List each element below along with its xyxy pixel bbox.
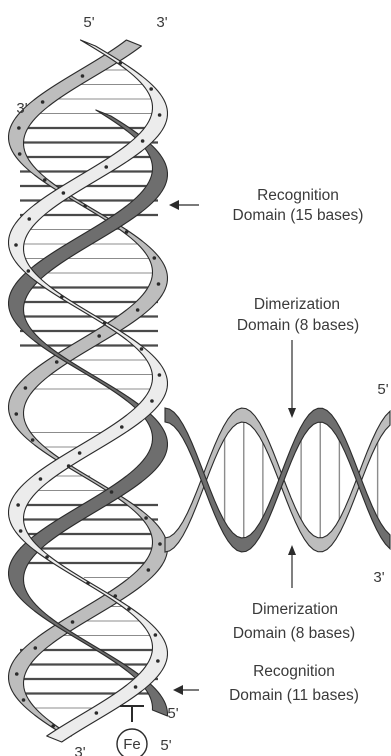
phosphate-dot xyxy=(16,503,20,507)
dimerization-top-line1: Dimerization xyxy=(254,296,340,313)
backbone-strands xyxy=(9,40,168,742)
phosphate-dot xyxy=(140,347,144,351)
phosphate-dot xyxy=(51,724,55,728)
phosphate-dot xyxy=(154,633,158,637)
phosphate-dot xyxy=(134,685,138,689)
phosphate-dot xyxy=(158,373,162,377)
phosphate-dot xyxy=(144,516,148,520)
phosphate-dot xyxy=(31,438,35,442)
dimerization-domain-top-callout: Dimerization Domain (8 bases) xyxy=(237,296,359,418)
phosphate-dot xyxy=(83,204,87,208)
phosphate-dot xyxy=(119,61,123,65)
phosphate-dot xyxy=(22,698,26,702)
phosphate-dot xyxy=(97,334,101,338)
recognition-bottom-line1: Recognition xyxy=(253,663,335,680)
phosphate-dot xyxy=(127,607,131,611)
recognition-domain-11-callout: Recognition Domain (11 bases) xyxy=(173,663,359,704)
top-5-prime-label: 5' xyxy=(83,14,94,31)
phosphate-dot xyxy=(81,74,85,78)
phosphate-dot xyxy=(125,230,129,234)
phosphate-dot xyxy=(104,165,108,169)
phosphate-dot xyxy=(39,477,43,481)
recognition-top-line2: Domain (15 bases) xyxy=(233,207,364,224)
phosphate-dot xyxy=(19,529,23,533)
phosphate-dot xyxy=(136,308,140,312)
dimerization-bottom-line1: Dimerization xyxy=(252,601,338,618)
fe-chelate: Fe xyxy=(117,705,147,756)
dimerization-bottom-line2: Domain (8 bases) xyxy=(233,625,355,642)
phosphate-dot xyxy=(24,386,28,390)
phosphate-dot xyxy=(147,568,151,572)
phosphate-dot xyxy=(55,360,59,364)
phosphate-dot xyxy=(33,646,37,650)
phosphate-dot xyxy=(41,100,45,104)
phosphate-dot xyxy=(157,282,161,286)
phosphate-dot xyxy=(14,412,18,416)
phosphate-dot xyxy=(27,269,31,273)
top-3-prime-label: 3' xyxy=(156,14,167,31)
phosphate-dot xyxy=(110,490,114,494)
dimerization-top-line2: Domain (8 bases) xyxy=(237,317,359,334)
phosphate-dot xyxy=(45,555,49,559)
bottom-5-prime-label: 5' xyxy=(160,737,171,754)
phosphate-dots xyxy=(14,61,162,728)
phosphate-dot xyxy=(18,152,22,156)
phosphate-dot xyxy=(15,672,19,676)
phosphate-dot xyxy=(158,542,162,546)
phosphate-dot xyxy=(150,399,154,403)
phosphate-dot xyxy=(43,178,47,182)
phosphate-dot xyxy=(71,620,75,624)
phosphate-dot xyxy=(103,321,107,325)
left-3-prime-label: 3' xyxy=(16,100,27,117)
phosphate-dot xyxy=(120,425,124,429)
recognition-domain-15-callout: Recognition Domain (15 bases) xyxy=(169,187,363,224)
arrow-head xyxy=(288,408,296,418)
branch-5-prime-label: 5' xyxy=(377,381,388,398)
dimerization-domain-bottom-callout: Dimerization Domain (8 bases) xyxy=(233,545,355,642)
phosphate-dot xyxy=(27,217,31,221)
phosphate-dot xyxy=(153,256,157,260)
phosphate-dot xyxy=(141,139,145,143)
phosphate-dot xyxy=(67,464,71,468)
recognition-top-line1: Recognition xyxy=(257,187,339,204)
probe-5-prime-label: 5' xyxy=(167,705,178,722)
phosphate-dot xyxy=(86,581,90,585)
phosphate-dot xyxy=(62,191,66,195)
phosphate-dot xyxy=(113,594,117,598)
dimerization-branch-duplex xyxy=(165,408,390,552)
phosphate-dot xyxy=(14,243,18,247)
arrow-head xyxy=(173,685,183,695)
phosphate-dot xyxy=(156,659,160,663)
phosphate-dot xyxy=(60,295,64,299)
phosphate-dot xyxy=(17,126,21,130)
branch-strand-b xyxy=(165,408,390,552)
fe-label: Fe xyxy=(123,736,141,753)
bottom-3-prime-label: 3' xyxy=(74,744,85,756)
phosphate-dot xyxy=(95,711,99,715)
phosphate-dot xyxy=(149,87,153,91)
phosphate-dot xyxy=(78,451,82,455)
phosphate-dot xyxy=(158,113,162,117)
recognition-bottom-line2: Domain (11 bases) xyxy=(229,687,359,704)
arrow-head xyxy=(288,545,296,555)
branch-3-prime-label: 3' xyxy=(373,569,384,586)
arrow-head xyxy=(169,200,179,210)
